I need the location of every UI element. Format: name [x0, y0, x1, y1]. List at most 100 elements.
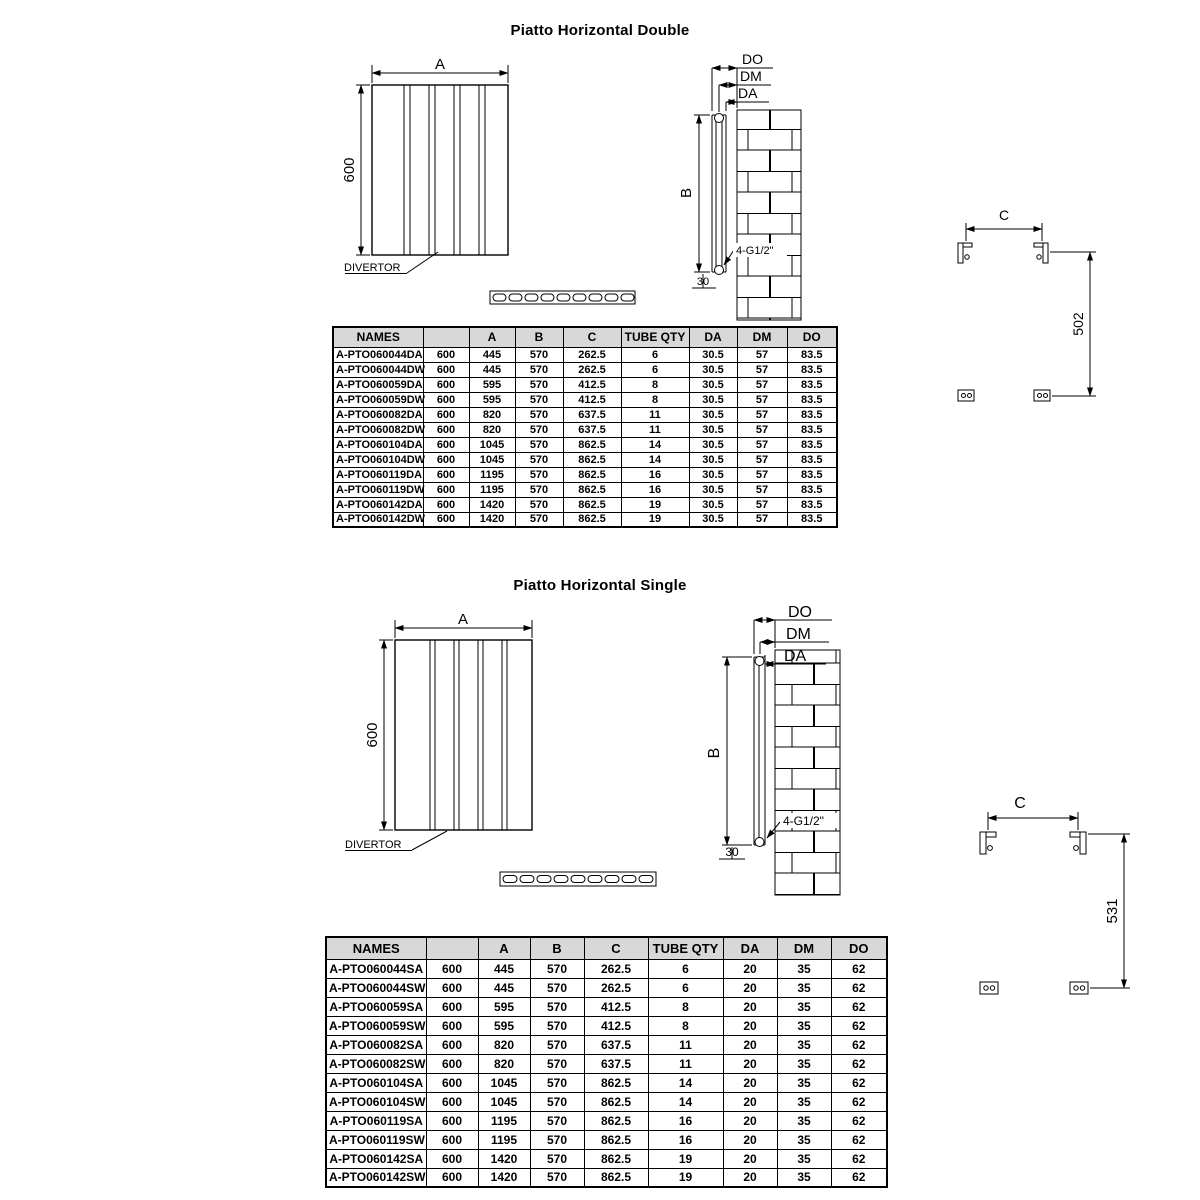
wall-section [736, 109, 802, 321]
front-width-label: A [458, 611, 468, 628]
table-cell: 595 [468, 376, 516, 393]
double-technical-drawing: A 600 DIVERTOR DO DM DA B 30 4-G1/2" C 5… [341, 51, 1096, 402]
wall-bracket-bottom-left [957, 389, 975, 402]
table-cell: 1045 [468, 451, 516, 468]
fitting-size-label: 4-G1/2" [736, 245, 774, 257]
table-cell: 1045 [477, 1091, 531, 1112]
table-cell: 30.5 [688, 466, 738, 483]
table-cell: 570 [529, 1072, 585, 1093]
table-cell: 62 [830, 1110, 888, 1131]
table-cell: 570 [514, 391, 564, 408]
table-cell: 62 [830, 1015, 888, 1036]
table-cell: 62 [830, 1091, 888, 1112]
table-cell: 1195 [477, 1110, 531, 1131]
table-cell: 412.5 [583, 996, 649, 1017]
table-cell: 20 [722, 1053, 778, 1074]
table-cell: 16 [647, 1110, 724, 1131]
table-cell: 862.5 [562, 466, 622, 483]
table-cell: 570 [514, 436, 564, 453]
table-cell: 1420 [477, 1167, 531, 1188]
table-cell: 6 [647, 958, 724, 979]
table-cell: 57 [736, 361, 788, 378]
wall-bracket-bottom-left [979, 981, 999, 995]
column-header: NAMES [332, 326, 424, 348]
table-cell: A-PTO060119SA [325, 1110, 427, 1131]
table-cell: 11 [647, 1053, 724, 1074]
table-cell: 820 [477, 1034, 531, 1055]
table-cell: 570 [514, 451, 564, 468]
column-header: DO [786, 326, 838, 348]
table-cell: 30.5 [688, 451, 738, 468]
table-cell: 16 [620, 481, 690, 498]
divertor-label: DIVERTOR [344, 262, 400, 274]
double-side-view [692, 65, 802, 321]
table-cell: 57 [736, 466, 788, 483]
table-cell: A-PTO060104SW [325, 1091, 427, 1112]
double-section-title: Piatto Horizontal Double [510, 22, 690, 39]
table-cell: 600 [422, 406, 470, 423]
table-cell: A-PTO060119DW [332, 481, 424, 498]
table-cell: A-PTO060059SW [325, 1015, 427, 1036]
single-section-title: Piatto Horizontal Single [513, 577, 687, 594]
table-cell: 83.5 [786, 511, 838, 528]
table-cell: 16 [620, 466, 690, 483]
table-cell: 8 [620, 391, 690, 408]
table-cell: 35 [776, 1091, 832, 1112]
table-cell: 8 [647, 996, 724, 1017]
single-radiator-side [753, 656, 766, 846]
column-header: DM [736, 326, 788, 348]
front-height-label: 600 [341, 157, 358, 182]
dm-dimension-label: DM [740, 68, 762, 84]
do-dimension-label: DO [788, 604, 812, 621]
table-cell: A-PTO060142DW [332, 511, 425, 528]
table-cell: A-PTO060044DA [332, 346, 424, 363]
table-cell: 14 [620, 451, 690, 468]
table-cell: 57 [736, 436, 788, 453]
table-cell: 20 [722, 1015, 778, 1036]
table-cell: 35 [776, 1072, 832, 1093]
table-cell: 62 [830, 1167, 888, 1188]
table-cell: A-PTO060044SA [325, 958, 427, 979]
table-cell: 6 [620, 346, 690, 363]
table-cell: 600 [422, 346, 470, 363]
table-cell: 445 [477, 977, 531, 998]
table-cell: A-PTO060059DA [332, 376, 424, 393]
double-bracket-view [957, 223, 1096, 402]
table-cell: 862.5 [562, 511, 622, 528]
table-cell: 62 [830, 1129, 888, 1150]
double-top-view-strip [489, 290, 636, 305]
table-cell: 20 [722, 977, 778, 998]
table-cell: 600 [422, 481, 470, 498]
wall-bracket-top-left [957, 242, 973, 264]
bottom-offset-label: 30 [725, 845, 739, 859]
table-cell: 570 [529, 1015, 585, 1036]
table-cell: 600 [425, 1091, 479, 1112]
table-cell: 57 [736, 496, 788, 513]
table-cell: A-PTO060044DW [332, 361, 425, 378]
table-cell: 595 [477, 996, 531, 1017]
table-cell: 570 [514, 346, 564, 363]
table-cell: 83.5 [786, 361, 838, 378]
wall-bracket-top-right [1033, 242, 1049, 264]
column-header [425, 936, 479, 960]
table-cell: 19 [620, 511, 690, 528]
strip-slats [502, 875, 654, 883]
table-cell: 570 [529, 1129, 585, 1150]
table-cell: A-PTO060104SA [325, 1072, 427, 1093]
top-fitting [754, 656, 765, 666]
table-cell: 637.5 [562, 421, 622, 438]
table-cell: 570 [529, 958, 585, 979]
table-cell: 83.5 [786, 451, 838, 468]
column-header: TUBE QTY [647, 936, 724, 960]
table-cell: 600 [422, 436, 470, 453]
top-fitting [714, 113, 724, 123]
table-cell: 445 [477, 958, 531, 979]
